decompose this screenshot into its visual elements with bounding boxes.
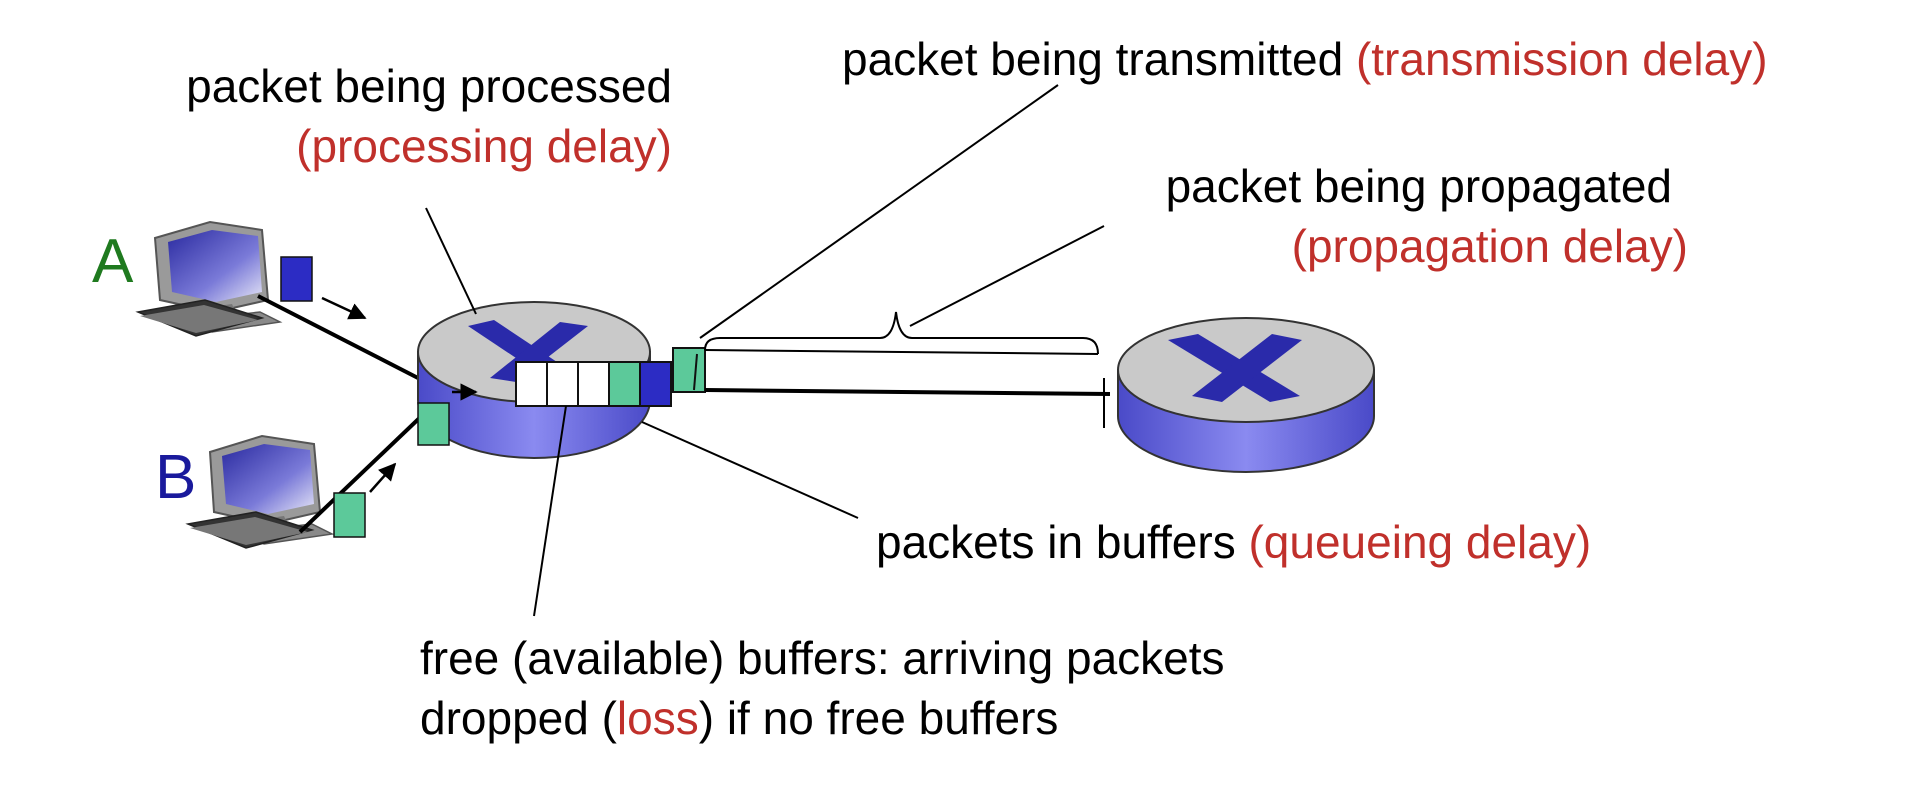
processed-label: packet being processed bbox=[186, 60, 672, 112]
router-buffer-queue bbox=[515, 361, 672, 407]
free-buffers-line2-post: ) if no free buffers bbox=[699, 692, 1059, 744]
link-router-router bbox=[704, 388, 1111, 396]
brace-icon bbox=[704, 311, 1099, 355]
free-buffers-line2-pre: dropped ( bbox=[420, 692, 618, 744]
queueing-label: packets in buffers (queueing delay) bbox=[876, 516, 1591, 568]
propagation-delay-label: (propagation delay) bbox=[1292, 220, 1688, 272]
host-b-computer: B bbox=[155, 434, 335, 549]
free-buffer-slot bbox=[546, 361, 579, 407]
leader-propagation bbox=[909, 225, 1105, 327]
free-buffers-line2: dropped (loss) if no free buffers bbox=[420, 692, 1058, 744]
desktop-computer-icon bbox=[135, 220, 283, 337]
queued-packet bbox=[639, 361, 672, 407]
propagated-label: packet being propagated bbox=[1166, 160, 1672, 212]
leader-processing bbox=[425, 207, 477, 315]
queued-packet bbox=[608, 361, 641, 407]
free-buffer-slot bbox=[577, 361, 610, 407]
loss-label: loss bbox=[617, 692, 699, 744]
leader-queueing bbox=[641, 421, 859, 519]
queueing-delay-label: (queueing delay) bbox=[1248, 516, 1591, 568]
free-buffers-line1: free (available) buffers: arriving packe… bbox=[420, 632, 1225, 684]
arrow-icon bbox=[321, 296, 367, 320]
transmission-delay-label: (transmission delay) bbox=[1356, 33, 1768, 85]
arrow-icon bbox=[369, 462, 397, 493]
host-a-label: A bbox=[92, 227, 134, 296]
leader-free-buffers bbox=[533, 405, 567, 617]
free-buffer-slot bbox=[515, 361, 548, 407]
transmitted-label: packet being transmitted (transmission d… bbox=[842, 33, 1768, 85]
host-b-label: B bbox=[155, 443, 196, 512]
packet-icon bbox=[333, 492, 366, 538]
packet-icon bbox=[417, 402, 450, 446]
packet-icon bbox=[280, 256, 313, 302]
router-icon bbox=[1117, 317, 1375, 473]
queueing-text: packets in buffers bbox=[876, 516, 1248, 568]
link-a-router bbox=[257, 294, 419, 380]
transmitting-packet bbox=[672, 347, 706, 393]
host-a-computer: A bbox=[92, 220, 283, 337]
link-b-router bbox=[298, 406, 432, 534]
transmitted-text: packet being transmitted bbox=[842, 33, 1356, 85]
link-router-router-top bbox=[704, 349, 1099, 355]
bit-divider bbox=[693, 353, 698, 391]
leader-transmission bbox=[699, 84, 1059, 339]
desktop-computer-icon bbox=[185, 434, 335, 549]
processing-delay-label: (processing delay) bbox=[296, 120, 672, 172]
